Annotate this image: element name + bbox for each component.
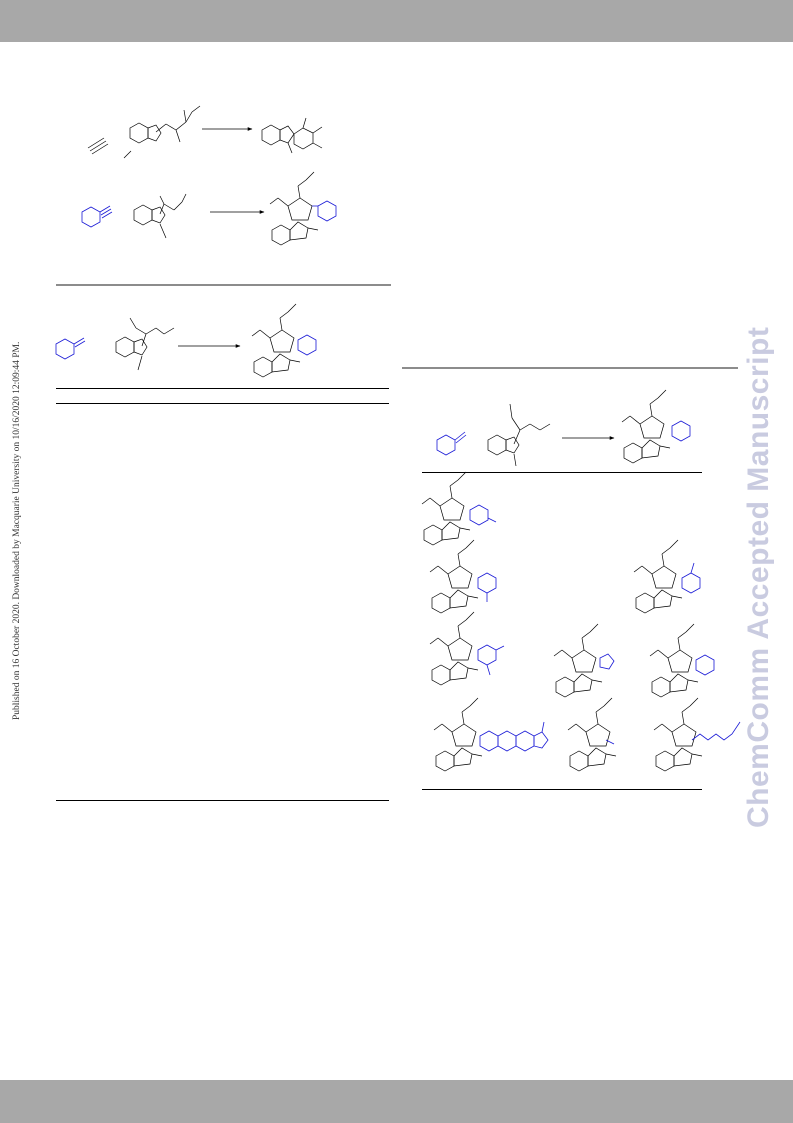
scheme-divider-right [402, 367, 738, 369]
scheme-1c [55, 303, 317, 378]
scheme-right-main [436, 389, 691, 467]
product-9 [653, 697, 741, 772]
product-3 [633, 539, 701, 614]
product-4 [429, 611, 505, 686]
scheme-1a [87, 105, 323, 159]
table-header-rule-left [56, 403, 389, 404]
table-bottom-rule-left [56, 800, 389, 801]
substrate-scope-bottom-rule [422, 789, 702, 790]
table-top-rule-left [56, 388, 389, 389]
substrate-scope-top-rule [422, 472, 702, 473]
product-6 [649, 623, 715, 698]
header-bar [0, 0, 793, 42]
product-7 [433, 697, 549, 772]
product-2 [429, 539, 497, 614]
product-1 [421, 471, 497, 546]
scheme-1b [81, 171, 337, 246]
product-5 [553, 623, 615, 698]
product-8 [567, 697, 617, 772]
scheme-divider-left [56, 284, 391, 286]
footer-bar [0, 1080, 793, 1123]
